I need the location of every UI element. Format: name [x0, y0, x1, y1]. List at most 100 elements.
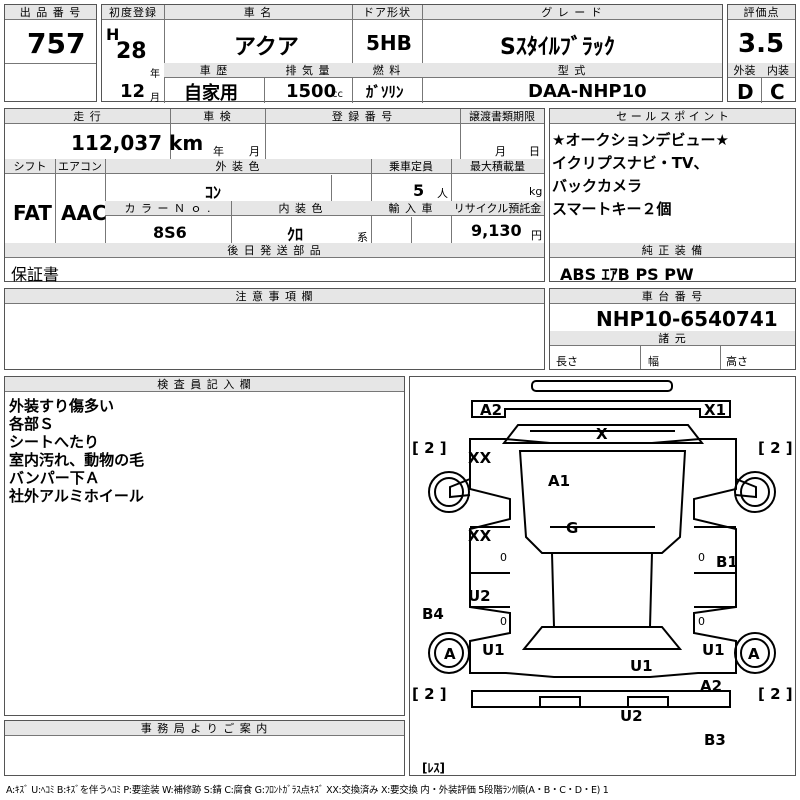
office-box: 事 務 局 よ り ご 案 内: [4, 720, 405, 776]
chassis-box: 車 台 番 号 NHP10-6540741 諸 元 長さ 幅 高さ: [549, 288, 796, 370]
damage-diagram: A2 X1 X [ 2 ] [ 2 ] XX A1 G XX 0 0 B1 U2…: [409, 376, 796, 776]
aircon-type: AAC: [61, 201, 107, 225]
inspection-month: 月: [249, 145, 260, 158]
int-color-header: 内 装 色: [231, 201, 371, 216]
damage-a-right-wheel: A: [748, 645, 760, 663]
inspector-box: 検 査 員 記 入 欄 外装すり傷多い 各部Ｓ シートへたり 室内汚れ、動物の毛…: [4, 376, 405, 716]
damage-a-left-wheel: A: [444, 645, 456, 663]
sales-point-line: バックカメラ: [552, 177, 643, 195]
damage-a1: A1: [548, 472, 571, 490]
legend: A:ｷｽﾞ U:ﾍｺﾐ B:ｷｽﾞを伴うﾍｺﾐ P:要塗装 W:補修跡 S:錆 …: [6, 785, 609, 796]
car-outline-diagram: [428, 380, 776, 708]
deadline-day: 日: [529, 145, 540, 158]
interior-header: 内装: [761, 63, 795, 78]
inspection-year: 年: [213, 145, 224, 158]
color-no-header: カ ラ ー Ｎ ｏ .: [105, 201, 231, 216]
era-letter: H: [106, 25, 120, 44]
sales-point-line: ★オークションデビュー★: [552, 131, 729, 149]
model-code: DAA-NHP10: [528, 81, 647, 102]
cc-unit: cc: [332, 89, 343, 100]
recycle-unit: 円: [531, 229, 542, 242]
mileage-header: 走 行: [5, 109, 170, 124]
spec-table: 走 行 車 検 登 録 番 号 譲渡書類期限 112,037 km 年 月 月 …: [4, 108, 545, 284]
notes-header: 注 意 事 項 欄: [5, 289, 544, 304]
history-header: 車 歴: [164, 63, 264, 78]
exterior-header: 外装: [728, 63, 761, 78]
displacement-header: 排 気 量: [264, 63, 352, 78]
height-label: 高さ: [726, 355, 748, 368]
grade-header: グ レ ー ド: [422, 5, 722, 20]
grade: Sｽﾀｲﾙﾌﾞﾗｯｸ: [500, 35, 615, 60]
damage-u1-left: U1: [482, 641, 505, 659]
notes-box: 注 意 事 項 欄: [4, 288, 545, 370]
first-registration-header: 初度登録: [102, 5, 164, 20]
width-label: 幅: [648, 355, 659, 368]
lot-number: 757: [27, 27, 86, 60]
damage-xx-mid: XX: [468, 527, 492, 545]
interior-grade: C: [770, 80, 785, 104]
int-color: ｸﾛ: [287, 225, 304, 244]
damage-a2-front: A2: [480, 401, 503, 419]
inspector-header: 検 査 員 記 入 欄: [5, 377, 404, 392]
model-code-header: 型 式: [422, 63, 722, 78]
load-unit: kg: [529, 185, 543, 198]
genuine-equipment-header: 純 正 装 備: [550, 243, 795, 258]
damage-b3: B3: [704, 731, 726, 749]
int-color-unit: 系: [357, 231, 368, 244]
reg-number-header: 登 録 番 号: [265, 109, 460, 124]
dims-header: 諸 元: [550, 331, 795, 346]
month-unit: 月: [150, 93, 160, 104]
inspection-header: 車 検: [170, 109, 265, 124]
chassis-number: NHP10-6540741: [596, 307, 778, 331]
lot-number-header: 出 品 番 号: [5, 5, 96, 20]
auction-score: 3.5: [738, 29, 785, 59]
registration-month: 12: [120, 81, 146, 102]
sales-point-box: セ ー ル ス ポ イ ン ト ★オークションデビュー★ イクリプスナビ・TV、…: [549, 108, 796, 284]
damage-b1: B1: [716, 553, 738, 571]
year-unit: 年: [150, 69, 160, 80]
score-box: 評価点 3.5 外装 内装 D C: [727, 4, 796, 104]
damage-b4: B4: [422, 605, 444, 623]
ext-color-header: 外 装 色: [105, 159, 371, 174]
tire-depth-rear-right: [ 2 ]: [758, 685, 793, 703]
vehicle-history: 自家用: [184, 83, 238, 104]
lot-number-box: 出 品 番 号 757: [4, 4, 97, 102]
door-type-header: ドア形状: [352, 5, 422, 20]
recycle-fee: 9,130: [471, 221, 522, 240]
tire-depth-front-right: [ 2 ]: [758, 439, 793, 457]
color-number: 8S6: [153, 223, 187, 242]
later-parts: 保証書: [11, 265, 60, 284]
deadline-month: 月: [495, 145, 506, 158]
damage-u1-right: U1: [702, 641, 725, 659]
shift-header: シフト: [5, 159, 55, 174]
sales-point-header: セ ー ル ス ポ イ ン ト: [550, 109, 795, 124]
fuel-header: 燃 料: [352, 63, 422, 78]
recycle-header: リサイクル預託金: [451, 201, 544, 216]
zero-right-2: 0: [698, 615, 705, 628]
zero-right: 0: [698, 551, 705, 564]
registration-year: 28: [116, 39, 147, 64]
damage-x1: X1: [704, 401, 727, 419]
length-label: 長さ: [556, 355, 578, 368]
damage-x-glass: X: [596, 425, 608, 443]
office-header: 事 務 局 よ り ご 案 内: [5, 721, 404, 736]
fuel-type: ｶﾞｿﾘﾝ: [366, 83, 404, 101]
import-header: 輸 入 車: [371, 201, 451, 216]
damage-u2-rear: U2: [620, 707, 643, 725]
chassis-header: 車 台 番 号: [550, 289, 795, 304]
damage-u1-center: U1: [630, 657, 653, 675]
inspector-note: 室内汚れ、動物の毛: [9, 451, 145, 469]
zero-left-2: 0: [500, 615, 507, 628]
vehicle-info-box: 初度登録 車 名 ドア形状 グ レ ー ド H 28 年 12 月 アクア 5H…: [101, 4, 723, 104]
max-load-header: 最大積載量: [451, 159, 544, 174]
car-name: アクア: [234, 35, 299, 60]
door-type: 5HB: [366, 31, 412, 55]
car-name-header: 車 名: [164, 5, 352, 20]
aircon-header: エアコン: [55, 159, 105, 174]
mileage: 112,037 km: [71, 131, 204, 155]
later-parts-header: 後 日 発 送 部 品: [5, 243, 544, 258]
sales-point-line: イクリプスナビ・TV、: [552, 154, 709, 172]
spare-tire-less: [ﾚｽ]: [422, 761, 445, 775]
inspector-note: 外装すり傷多い: [9, 397, 115, 415]
damage-a2-rear: A2: [700, 677, 723, 695]
